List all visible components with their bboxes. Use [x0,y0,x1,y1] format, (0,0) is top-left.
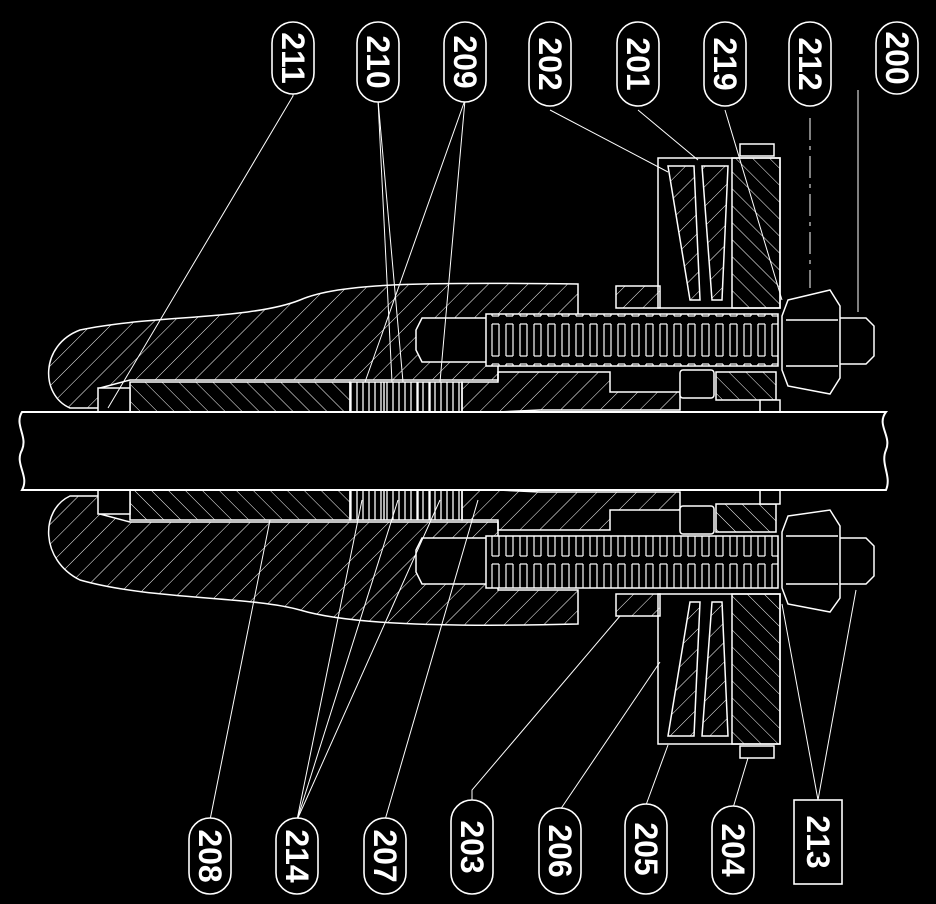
label-212-text: 212 [792,37,828,90]
label-tag-200: 200 [875,21,919,95]
sleeve-lower [129,489,351,521]
label-tag-205: 205 [624,803,668,895]
gland-lower [461,489,681,531]
hex-nut-lower [781,509,841,613]
disc-spring-lower-b [701,601,729,737]
plate-upper [731,157,781,309]
label-tag-207: 207 [363,817,407,895]
disc-spring-lower-a [667,601,701,737]
stud-end-upper [835,317,875,365]
label-208-text: 208 [192,829,228,882]
label-214-text: 214 [279,829,315,883]
housing-lower [48,495,579,626]
label-219-text: 219 [707,37,743,90]
label-tag-202: 202 [528,21,572,107]
stud-tip-lower [415,537,489,585]
label-tag-212: 212 [788,21,832,107]
label-tag-210: 210 [356,21,400,103]
stud-upper [485,313,779,367]
screw-head-lower [739,745,775,759]
label-201-text: 201 [620,37,656,90]
packing-rings-lower [349,489,463,521]
sleeve-upper [129,381,351,413]
label-tag-201: 201 [616,21,660,107]
label-200-text: 200 [879,31,915,84]
label-204-text: 204 [715,823,751,877]
label-tag-204: 204 [711,805,755,895]
label-tag-219: 219 [703,21,747,107]
label-tag-211: 211 [271,21,315,95]
collar-upper [679,369,715,399]
label-203-text: 203 [454,820,490,873]
leader-lines-bottom [209,90,859,821]
bushing-211-lower [97,489,131,515]
label-tag-206: 206 [538,807,582,895]
label-tag-203: 203 [450,799,494,895]
disc-spring-upper-a [667,165,701,301]
label-211-text: 211 [275,32,311,84]
stud-end-lower [835,537,875,585]
spacer-lower [715,503,777,533]
label-tag-214: 214 [275,817,319,895]
hex-nut-upper [781,289,841,395]
label-209-text: 209 [447,35,483,88]
leader-lines-top [107,90,783,409]
label-207-text: 207 [367,829,403,882]
packing-rings-upper [349,381,463,413]
stud-lower [485,535,779,589]
label-tag-209: 209 [443,21,487,103]
bracket-upper [615,285,661,309]
label-205-text: 205 [628,822,664,875]
disc-spring-upper-b [701,165,729,301]
bushing-211-upper [97,387,131,413]
label-202-text: 202 [532,37,568,90]
screw-head-upper [739,143,775,157]
plate-lower [731,593,781,745]
shaft [18,411,889,491]
spacer-upper [715,371,777,401]
stud-tip-upper [415,317,489,363]
label-206-text: 206 [542,824,578,877]
label-213-text: 213 [800,815,836,868]
label-210-text: 210 [360,35,396,88]
collar-lower [679,505,715,535]
label-tag-208: 208 [188,817,232,895]
label-tag-213: 213 [793,799,843,885]
bracket-lower [615,593,661,617]
